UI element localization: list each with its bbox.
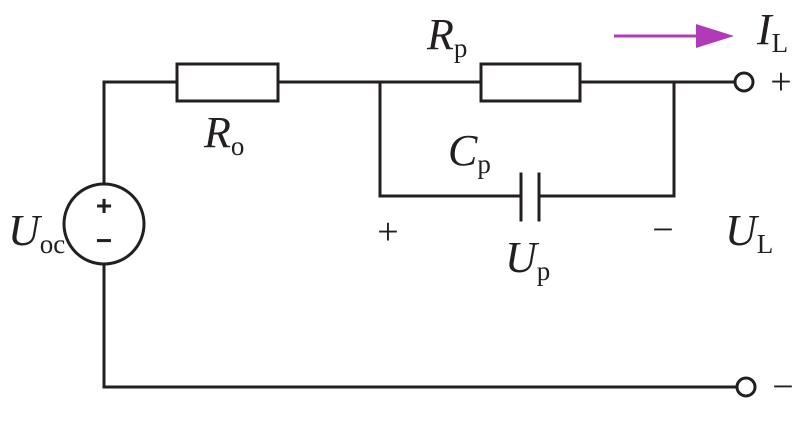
- current-arrow-head: [696, 24, 734, 48]
- current-arrow: [614, 24, 734, 48]
- label-ro: Ro: [203, 108, 244, 161]
- label-cp-sub: p: [477, 149, 491, 179]
- label-up-sub: p: [537, 256, 551, 286]
- label-cp-main: C: [448, 126, 478, 175]
- label-rp: Rp: [426, 10, 467, 63]
- resistor-ro: [175, 62, 280, 103]
- label-rp-sub: p: [454, 33, 468, 63]
- label-ro-main: R: [203, 108, 231, 157]
- voltage-source-circle: [62, 182, 146, 266]
- terminal-bottom: [735, 376, 757, 398]
- wires: [102, 80, 738, 389]
- voltage-source: + −: [62, 182, 146, 266]
- capacitor-cp: [519, 172, 541, 222]
- label-uoc-sub: oc: [40, 229, 66, 259]
- label-uoc: Uoc: [8, 206, 65, 259]
- resistor-rp: [479, 62, 582, 103]
- source-minus-sign: −: [96, 225, 112, 256]
- label-ul-main: U: [725, 206, 760, 255]
- up-minus-sign: −: [652, 209, 673, 251]
- source-plus-sign: +: [96, 190, 112, 221]
- label-up: Up: [505, 233, 550, 286]
- label-uoc-main: U: [8, 206, 43, 255]
- up-plus-sign: +: [377, 211, 398, 253]
- terminal-top: [733, 71, 755, 93]
- label-il-main: I: [756, 5, 774, 54]
- label-rp-main: R: [426, 10, 454, 59]
- label-ul: UL: [725, 206, 773, 259]
- label-ro-sub: o: [231, 131, 245, 161]
- ul-plus-sign: +: [770, 61, 791, 103]
- label-ul-sub: L: [757, 229, 774, 259]
- ul-minus-sign: −: [772, 366, 793, 408]
- label-il-sub: L: [772, 28, 789, 58]
- label-up-main: U: [505, 233, 540, 282]
- label-il: IL: [756, 5, 788, 58]
- label-cp: Cp: [448, 126, 491, 179]
